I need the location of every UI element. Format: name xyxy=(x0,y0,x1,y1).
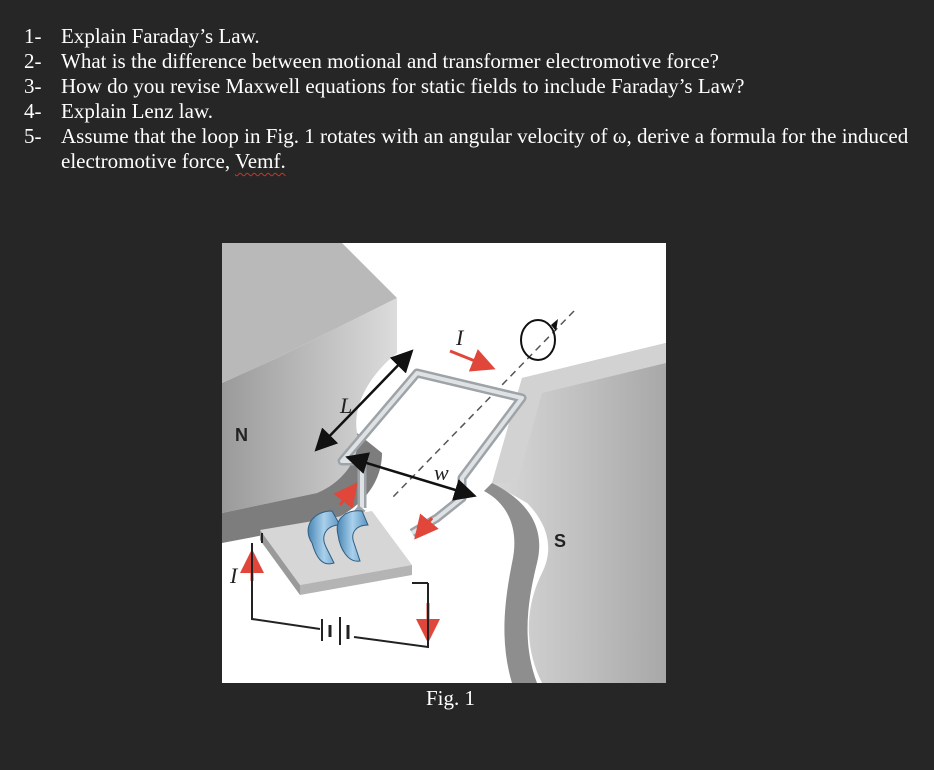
current-arrow-left-wire xyxy=(333,482,358,509)
figure-generator-diagram: N S L w I I xyxy=(222,243,666,683)
question-text-body: Assume that the loop in Fig. 1 rotates w… xyxy=(61,124,909,173)
rotation-arrow-icon xyxy=(520,319,558,361)
brush-platform xyxy=(260,511,412,595)
south-pole-label: S xyxy=(554,531,566,551)
question-item-2: 2- What is the difference between motion… xyxy=(24,49,924,74)
question-number: 3- xyxy=(24,74,42,98)
question-number: 1- xyxy=(24,24,42,48)
question-text: Explain Lenz law. xyxy=(61,99,213,123)
current-label-top: I xyxy=(455,325,465,350)
question-item-1: 1- Explain Faraday’s Law. xyxy=(24,24,924,49)
length-dimension-arrow xyxy=(314,349,414,452)
length-label: L xyxy=(339,393,352,418)
battery-icon xyxy=(321,617,350,645)
question-list: 1- Explain Faraday’s Law. 2- What is the… xyxy=(24,24,924,174)
question-number: 2- xyxy=(24,49,42,73)
commutator xyxy=(307,510,369,565)
current-label-left: I xyxy=(229,563,239,588)
figure-caption: Fig. 1 xyxy=(426,686,476,710)
question-item-4: 4- Explain Lenz law. xyxy=(24,99,924,124)
question-item-5: 5- Assume that the loop in Fig. 1 rotate… xyxy=(24,124,924,174)
south-magnet xyxy=(484,343,666,683)
width-label: w xyxy=(434,460,449,485)
current-arrow-right-wire xyxy=(414,513,439,540)
question-number: 4- xyxy=(24,99,42,123)
width-dimension-arrow xyxy=(345,452,477,501)
question-text: Explain Faraday’s Law. xyxy=(61,24,260,48)
generator-svg: N S L w I I xyxy=(222,243,666,683)
question-text: Assume that the loop in Fig. 1 rotates w… xyxy=(61,124,924,174)
external-circuit xyxy=(251,533,429,649)
question-number: 5- xyxy=(24,124,42,148)
current-arrow-top xyxy=(449,349,496,372)
question-item-3: 3- How do you revise Maxwell equations f… xyxy=(24,74,924,99)
vemf-term: Vemf. xyxy=(234,149,286,173)
question-text: How do you revise Maxwell equations for … xyxy=(61,74,745,98)
north-pole-label: N xyxy=(235,425,248,445)
question-text: What is the difference between motional … xyxy=(61,49,719,73)
